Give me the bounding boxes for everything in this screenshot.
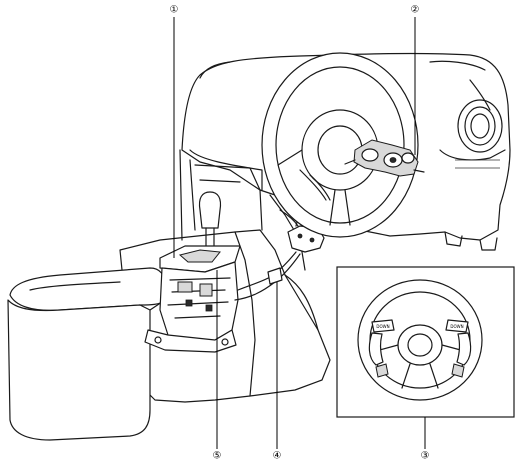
callout-3-label: ③ xyxy=(421,451,430,462)
callout-2-label: ② xyxy=(411,5,420,16)
shift-knob xyxy=(198,191,222,229)
callout-2: ② xyxy=(411,5,420,16)
steering-switch-cluster xyxy=(344,139,425,177)
callout-1: ① xyxy=(170,5,179,16)
leader-lines xyxy=(173,17,426,449)
steering-wheel xyxy=(261,52,419,238)
callout-1-label: ① xyxy=(170,5,179,16)
right-paddle-label: DOWN xyxy=(450,324,463,329)
callout-5: ⑤ xyxy=(213,451,222,462)
armrest xyxy=(7,267,166,441)
left-paddle-label: DOWN xyxy=(376,324,389,329)
callout-4: ④ xyxy=(273,451,282,462)
callout-5-label: ⑤ xyxy=(213,451,222,462)
callout-4-label: ④ xyxy=(273,451,282,462)
right-paddle-shifter: DOWN xyxy=(445,319,472,378)
selector-lever-assembly xyxy=(144,191,276,353)
callout-3: ③ xyxy=(421,451,430,462)
inset-steering-wheel: DOWN DOWN xyxy=(336,266,515,418)
left-paddle-shifter: DOWN xyxy=(368,319,395,378)
